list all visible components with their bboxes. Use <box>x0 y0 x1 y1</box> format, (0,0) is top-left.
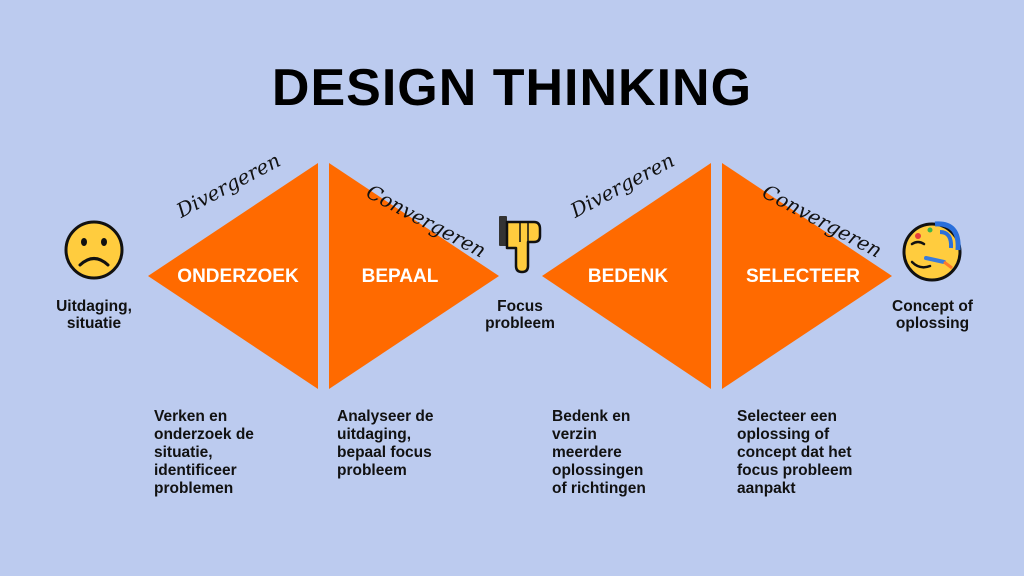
diagram-title: DESIGN THINKING <box>271 59 753 117</box>
phase-label-bedenk: BEDENK <box>587 266 669 287</box>
triangle-onderzoek <box>148 163 318 389</box>
phase-label-onderzoek: ONDERZOEK <box>177 266 299 287</box>
phase-label-selecteer: SELECTEER <box>745 266 861 287</box>
phase-label-bepaal: BEPAAL <box>361 266 439 287</box>
party-face-icon <box>902 221 962 282</box>
milestone-caption-end: Concept of oplossing <box>892 298 973 332</box>
triangle-selecteer <box>722 163 892 389</box>
milestone-caption-focus: Focus probleem <box>485 298 555 332</box>
phase-description-onderzoek: Verken en onderzoek de situatie, identif… <box>154 408 254 497</box>
triangle-bepaal <box>329 163 499 389</box>
milestone-caption-start: Uitdaging, situatie <box>56 298 132 332</box>
sad-face-icon <box>64 220 124 280</box>
pointing-hand-icon <box>499 216 542 274</box>
phase-description-bepaal: Analyseer de uitdaging, bepaal focus pro… <box>337 408 434 479</box>
phase-description-bedenk: Bedenk en verzin meerdere oplossingen of… <box>552 408 646 497</box>
triangle-bedenk <box>542 163 711 389</box>
phase-description-selecteer: Selecteer een oplossing of concept dat h… <box>737 408 853 497</box>
